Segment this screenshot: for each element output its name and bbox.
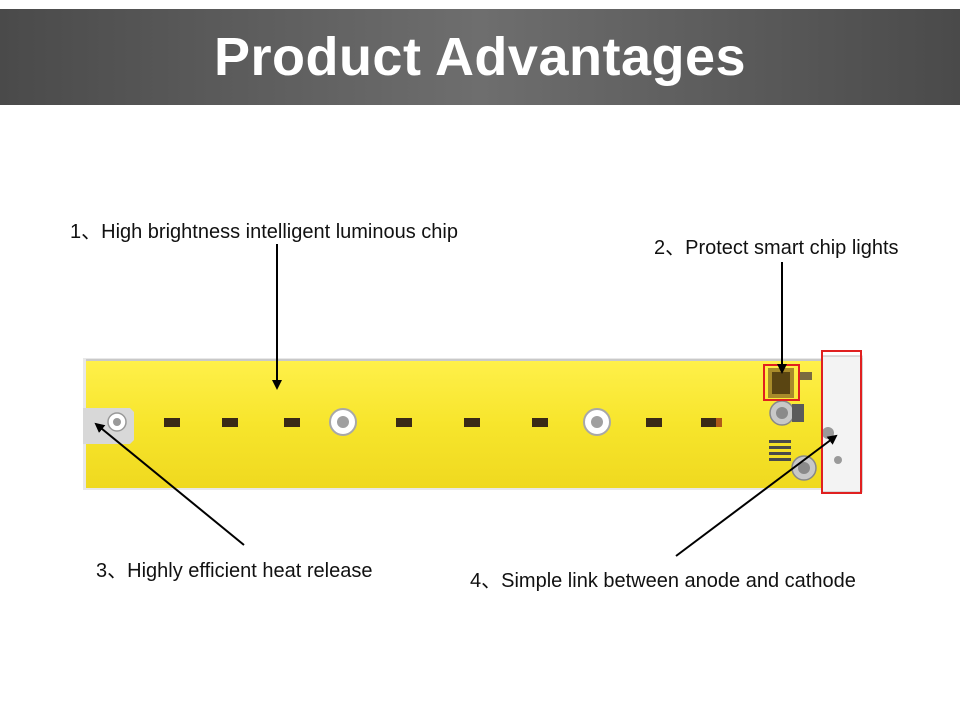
led-chip	[396, 418, 412, 427]
led-chip	[284, 418, 300, 427]
led-chip	[464, 418, 480, 427]
led-chip	[701, 418, 717, 427]
label-heat-release: 3、Highly efficient heat release	[96, 560, 373, 582]
header-banner: Product Advantages	[0, 9, 960, 105]
page-title: Product Advantages	[213, 27, 747, 87]
led-chip-row	[164, 418, 722, 427]
led-chip	[532, 418, 548, 427]
led-chip	[164, 418, 180, 427]
mounting-hole-right	[583, 408, 611, 436]
led-chip	[716, 418, 722, 427]
label-luminous-chip: 1、High brightness intelligent luminous c…	[70, 221, 458, 243]
led-chip	[222, 418, 238, 427]
highlight-terminal	[821, 350, 862, 494]
arrow-anode-cathode	[675, 434, 838, 557]
label-protect-chip: 2、Protect smart chip lights	[654, 237, 899, 259]
mounting-hole-left	[107, 412, 127, 432]
mounting-hole-center	[329, 408, 357, 436]
label-anode-cathode: 4、Simple link between anode and cathode	[470, 570, 856, 592]
arrow-heat-release	[94, 422, 245, 546]
led-chip	[646, 418, 662, 427]
